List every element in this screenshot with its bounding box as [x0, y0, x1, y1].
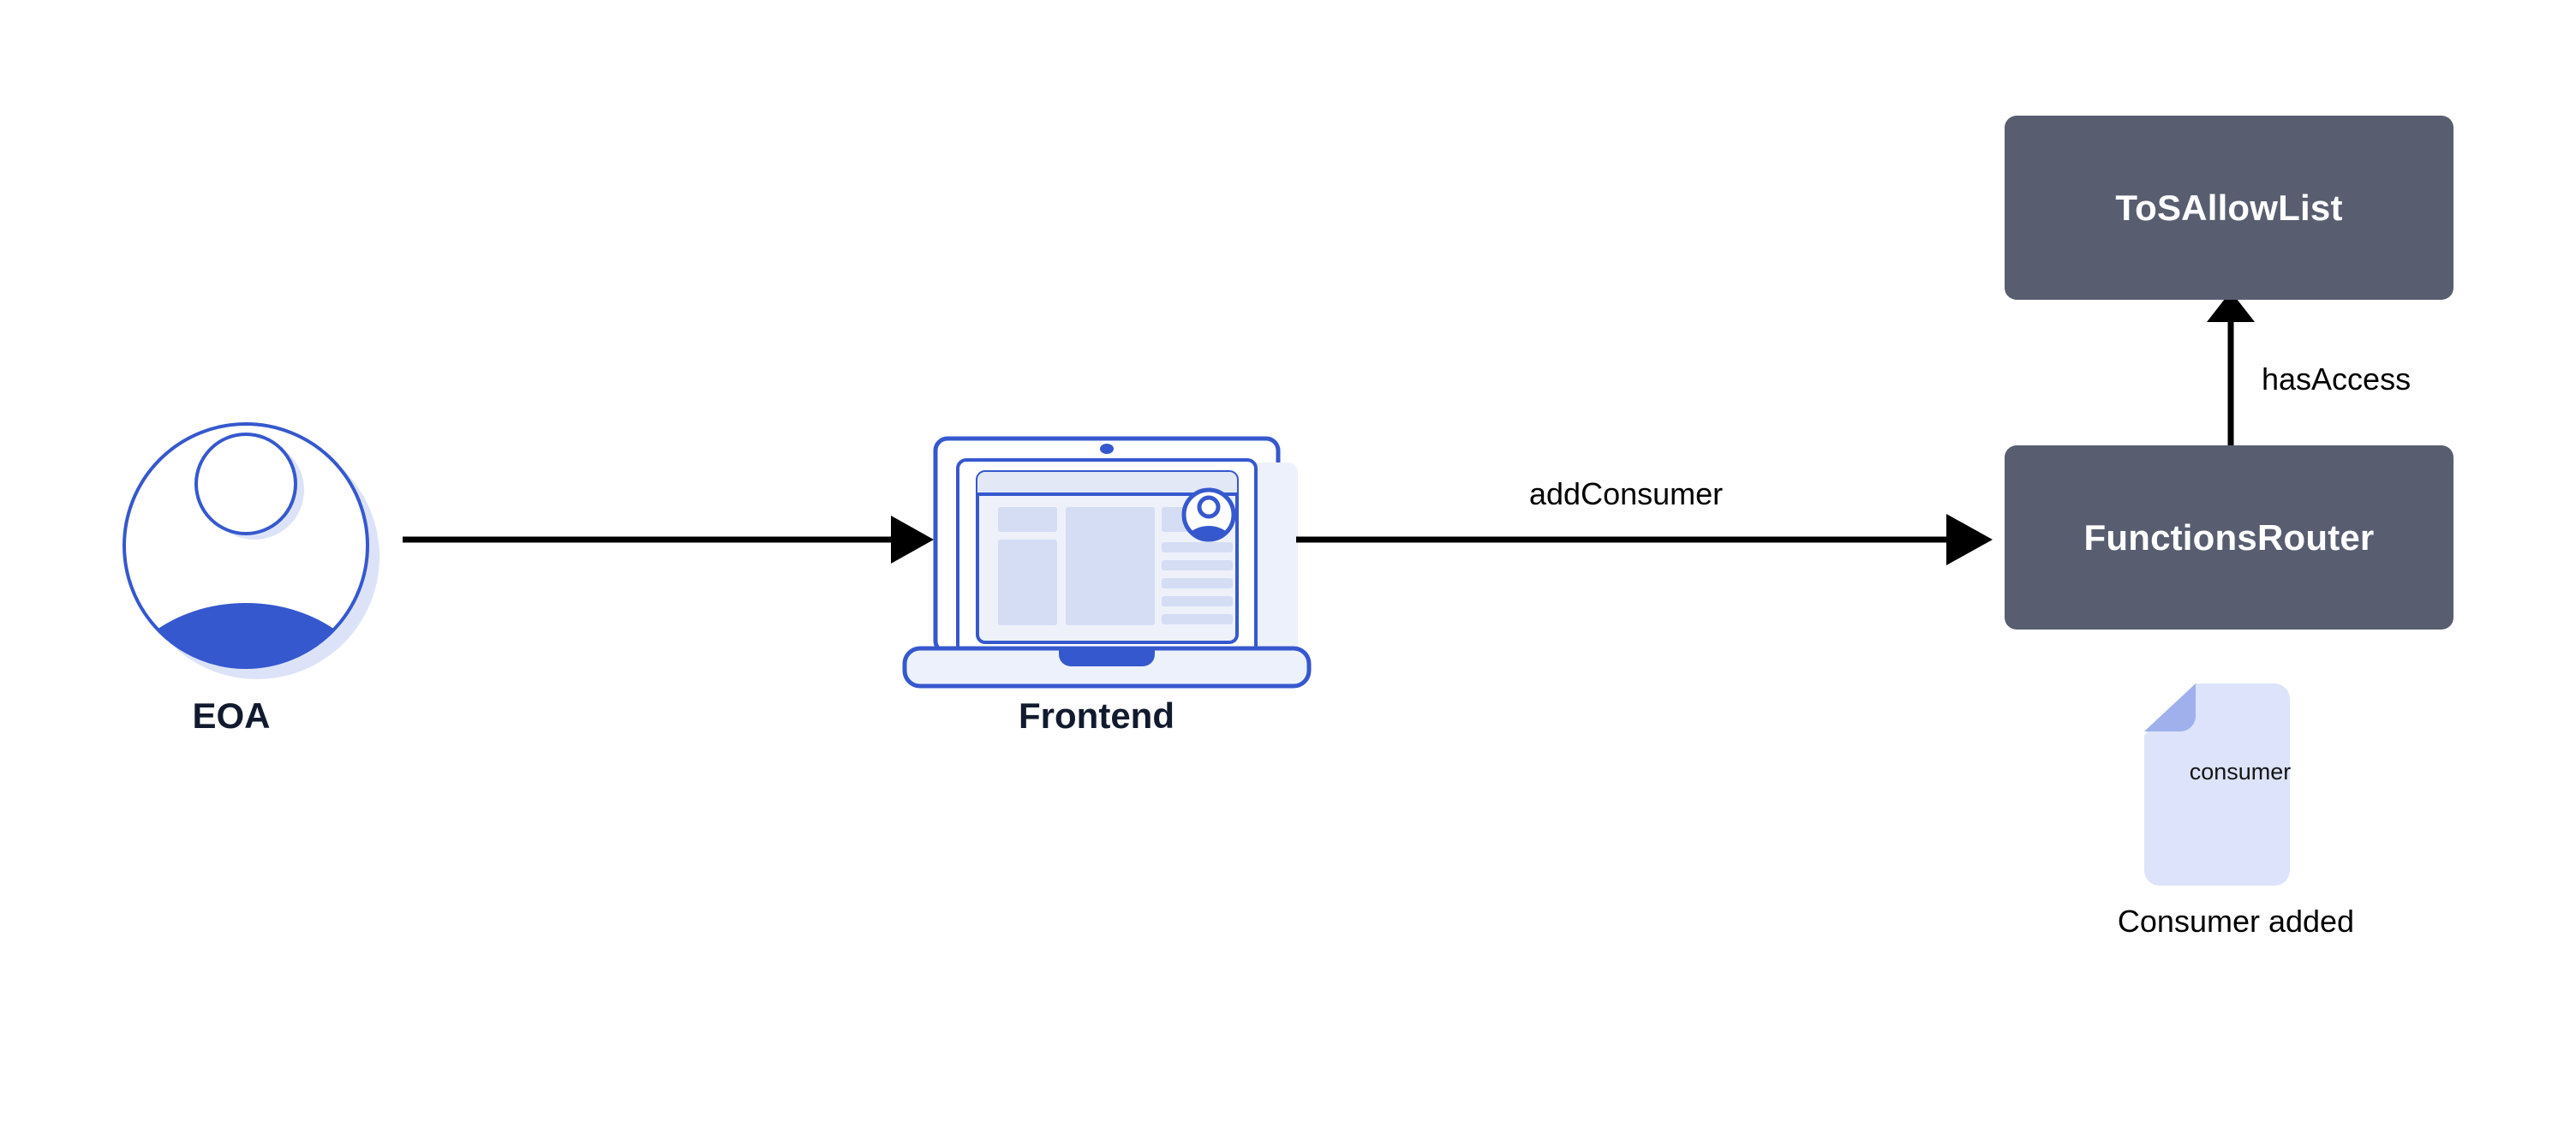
node-frontend-label: Frontend [1019, 695, 1174, 736]
arrow-router-to-tosallowlist [2207, 291, 2255, 446]
arrow-eoa-to-frontend [403, 516, 934, 564]
document-icon [2144, 683, 2290, 886]
document-icon-text: consumer [2189, 759, 2292, 785]
node-functions-router[interactable]: FunctionsRouter [2005, 445, 2453, 630]
screen-avatar-icon [1181, 487, 1236, 542]
arrow-frontend-to-router [1296, 514, 1993, 565]
node-tos-allow-list-label: ToSAllowList [2115, 187, 2343, 228]
node-tos-allow-list[interactable]: ToSAllowList [2005, 116, 2453, 300]
artifact-caption: Consumer added [2117, 904, 2355, 939]
user-avatar-icon [123, 422, 380, 679]
laptop-icon [902, 436, 1312, 689]
edge-label-has-access: hasAccess [2262, 361, 2412, 397]
node-eoa-label: EOA [192, 695, 271, 736]
node-functions-router-label: FunctionsRouter [2083, 516, 2375, 558]
edge-label-add-consumer: addConsumer [1529, 476, 1724, 511]
